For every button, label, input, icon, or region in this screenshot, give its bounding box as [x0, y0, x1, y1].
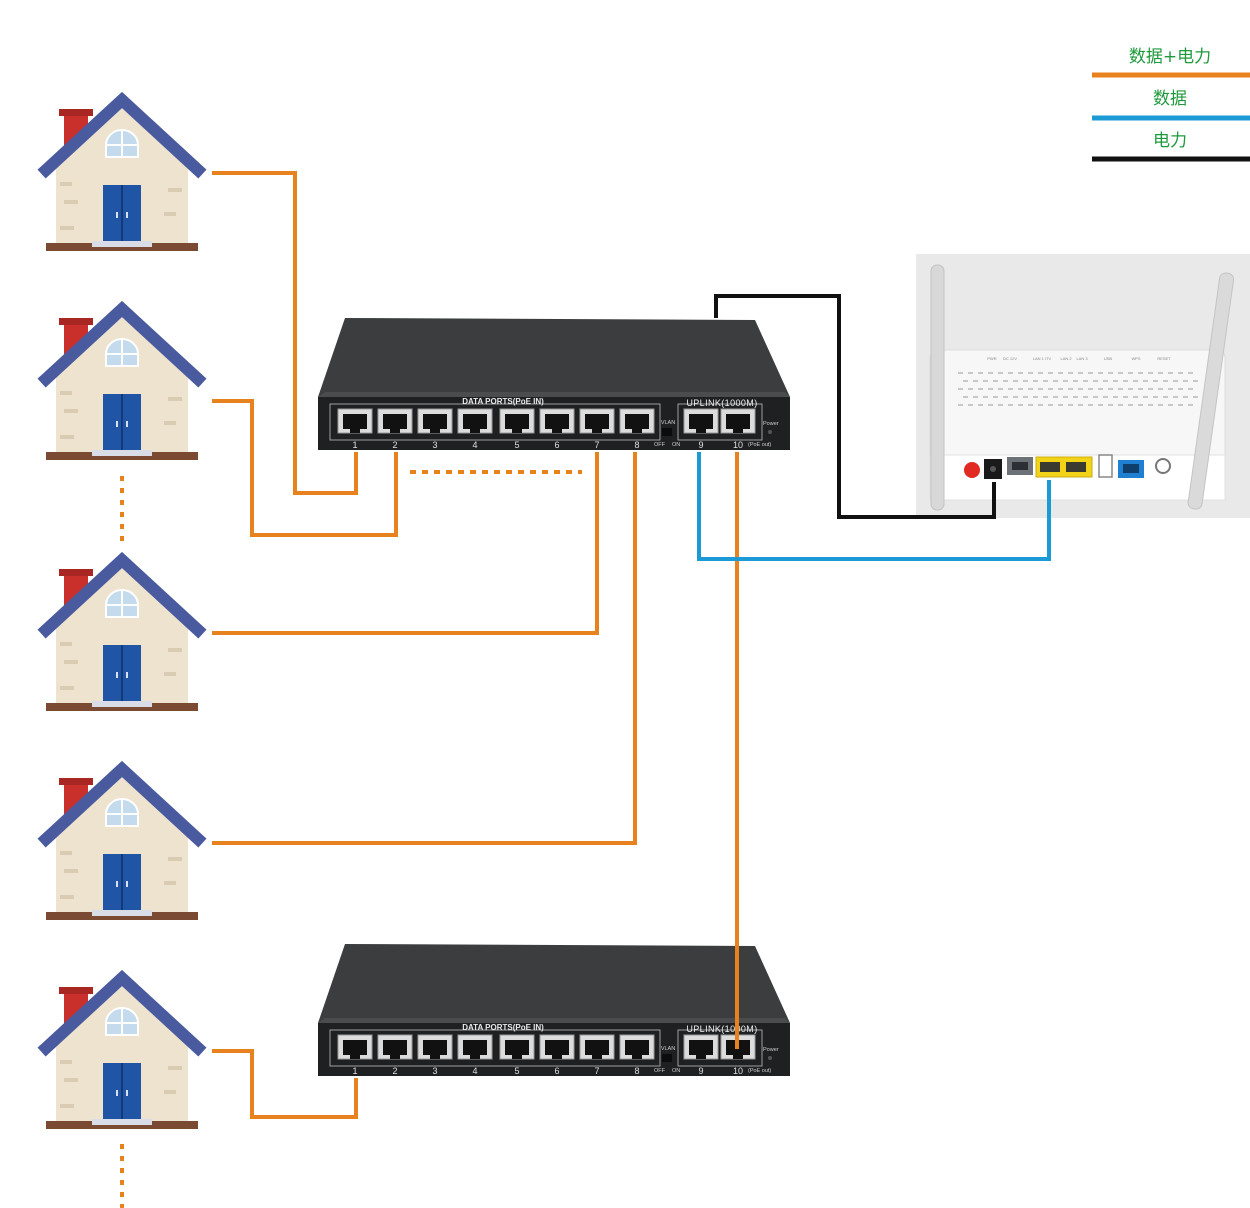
bottom-switch-data-ports-label: DATA PORTS(PoE IN)	[462, 1023, 544, 1032]
router-usb-port	[1098, 454, 1113, 478]
top-switch-power-label: Power	[763, 421, 779, 427]
top-switch-vlan-label: VLAN	[661, 420, 675, 426]
house-5	[46, 978, 198, 1129]
router-reset-button	[1155, 458, 1171, 474]
cable-house3-port7	[212, 452, 599, 635]
bottom-switch-port-number: 4	[472, 1066, 477, 1076]
router-antenna-left	[930, 264, 945, 511]
house-1	[46, 100, 198, 251]
bottom-switch-port-number: 2	[392, 1066, 397, 1076]
top-switch-port-number: 9	[698, 440, 703, 450]
legend-label-power: 电力	[1153, 131, 1187, 151]
router-power-button	[964, 462, 980, 478]
top-switch-port-number: 1	[352, 440, 357, 450]
router: PWR DC 12V LAN 1 ITV LAN 2 LAN 3 USB WPS…	[916, 254, 1250, 518]
router-port-labels: PWR DC 12V LAN 1 ITV LAN 2 LAN 3 USB WPS…	[987, 356, 1171, 361]
bottom-switch-port-number: 10	[733, 1066, 743, 1076]
top-switch-port-number: 5	[514, 440, 519, 450]
top-switch-uplink-label: UPLINK(1000M)	[686, 398, 757, 408]
top-switch-port-number: 10	[733, 440, 743, 450]
cable-house5-switch2-port1	[212, 1049, 358, 1119]
svg-text:LAN 1 ITV: LAN 1 ITV	[1033, 356, 1052, 361]
svg-text:LAN 2: LAN 2	[1060, 356, 1072, 361]
top-switch-port-number: 6	[554, 440, 559, 450]
bottom-switch-on-label: ON	[672, 1068, 680, 1074]
bottom-switch-port-number: 5	[514, 1066, 519, 1076]
bottom-switch-uplink-label: UPLINK(1000M)	[686, 1024, 757, 1034]
svg-text:USB: USB	[1104, 356, 1113, 361]
svg-text:WPS: WPS	[1131, 356, 1140, 361]
house-4	[46, 769, 198, 920]
cable-house2-port2	[212, 399, 398, 537]
top-switch-off-label: OFF	[654, 442, 666, 448]
bottom-switch-port-number: 7	[594, 1066, 599, 1076]
poe-switch-top: 1 2 3 4 5 6 7 8 9 10 DATA PORTS(PoE IN) UPLINK(1000…	[318, 318, 790, 450]
top-switch-port-number: 4	[472, 440, 477, 450]
legend-label-data: 数据	[1153, 89, 1187, 109]
cable-switch1-port9-to-router-lan	[697, 452, 1051, 561]
top-switch-data-ports-label: DATA PORTS(PoE IN)	[462, 397, 544, 406]
bottom-switch-port-number: 3	[432, 1066, 437, 1076]
cable-house4-port8	[212, 452, 637, 845]
top-switch-port-number: 3	[432, 440, 437, 450]
bottom-switch-port-number: 8	[634, 1066, 639, 1076]
bottom-switch-power-label: Power	[763, 1047, 779, 1053]
bottom-switch-port-number: 9	[698, 1066, 703, 1076]
bottom-switch-poe-out-label: (PoE out)	[748, 1068, 771, 1074]
top-switch-port-number: 7	[594, 440, 599, 450]
router-antenna-right	[1187, 272, 1235, 510]
house-2	[46, 309, 198, 460]
top-switch-poe-out-label: (PoE out)	[748, 442, 771, 448]
house-3	[46, 560, 198, 711]
bottom-switch-off-label: OFF	[654, 1068, 666, 1074]
cable-house1-port1	[212, 171, 358, 495]
legend: 数据+电力 数据 电力	[1092, 47, 1250, 162]
svg-text:PWR: PWR	[987, 356, 996, 361]
bottom-switch-port-number: 1	[352, 1066, 357, 1076]
cable-power-to-router	[714, 294, 996, 519]
top-switch-port-number: 2	[392, 440, 397, 450]
svg-text:DC 12V: DC 12V	[1003, 356, 1017, 361]
legend-label-poe: 数据+电力	[1129, 47, 1211, 67]
svg-text:RESET: RESET	[1157, 356, 1171, 361]
bottom-switch-vlan-label: VLAN	[661, 1046, 675, 1052]
poe-switch-bottom: 1 2 3 4 5 6 7 8 9 10 DATA PORTS(PoE IN) UPLINK(1000…	[318, 944, 790, 1076]
cables	[212, 171, 1051, 1119]
bottom-switch-port-number: 6	[554, 1066, 559, 1076]
svg-text:LAN 3: LAN 3	[1076, 356, 1088, 361]
top-switch-on-label: ON	[672, 442, 680, 448]
top-switch-port-number: 8	[634, 440, 639, 450]
